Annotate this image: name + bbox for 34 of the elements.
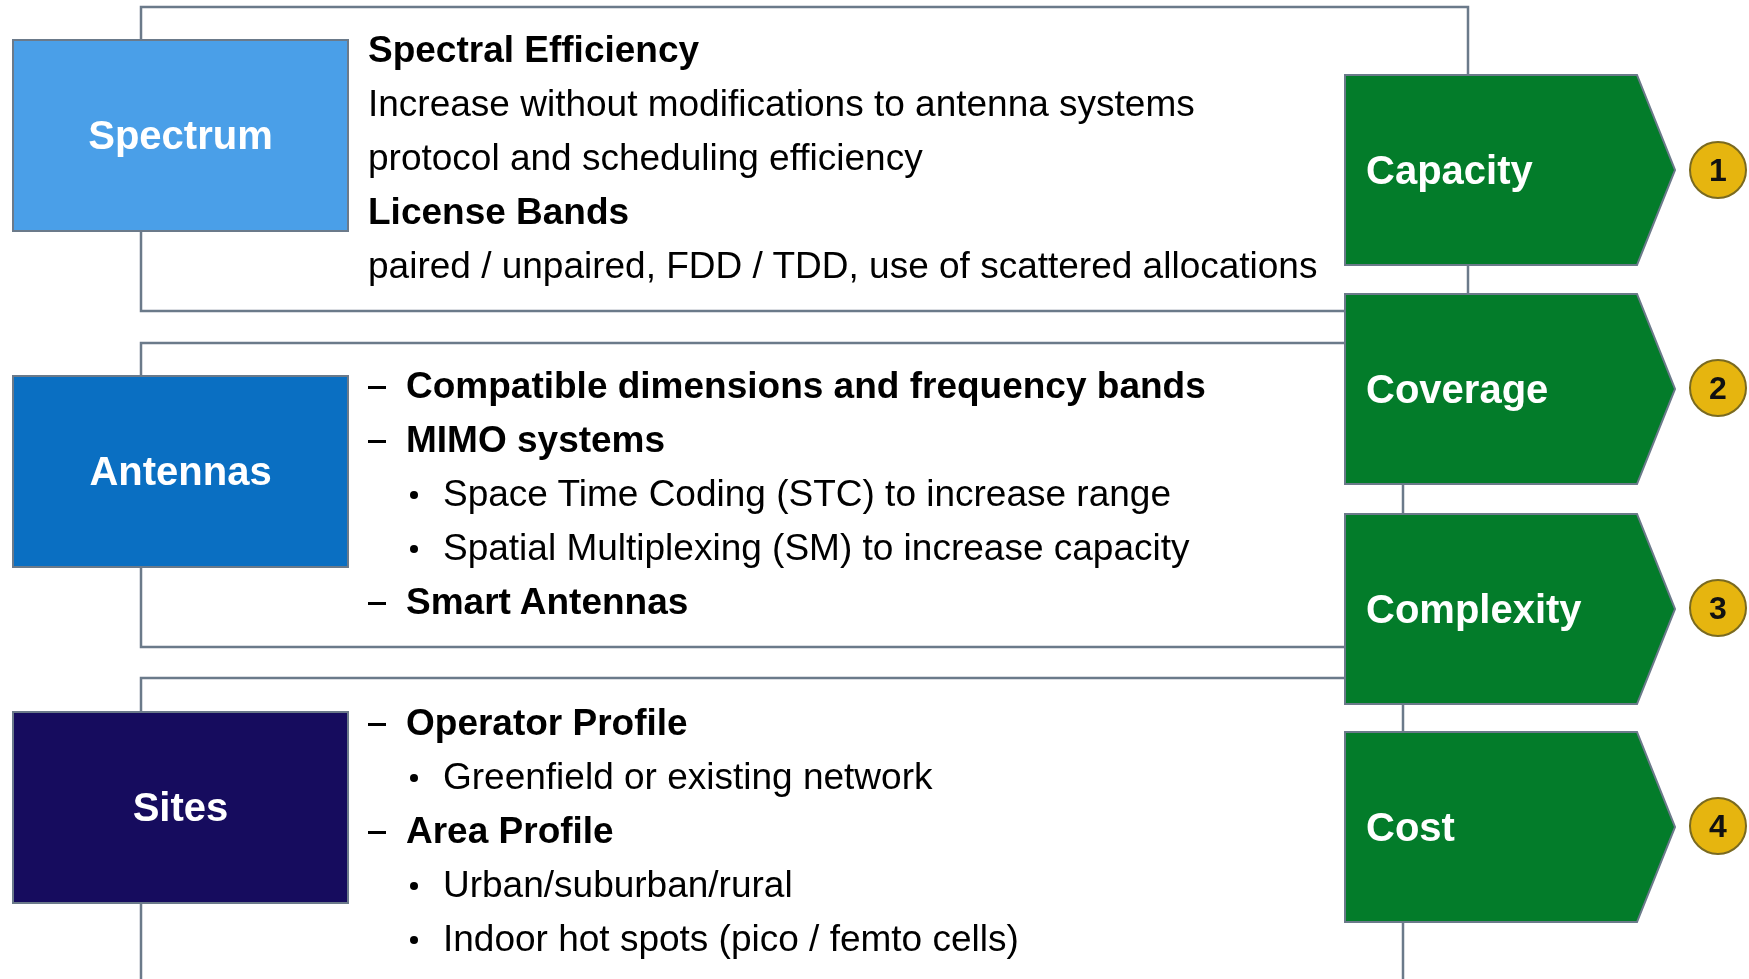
list-item: Space Time Coding (STC) to increase range [443, 472, 1171, 516]
category-box: Spectrum [12, 39, 349, 232]
section-heading: License Bands [368, 190, 630, 234]
connector-line [1401, 705, 1405, 731]
outcome-label: Cost [1366, 804, 1455, 850]
outcome-banner [1344, 293, 1676, 485]
list-item: Area Profile [406, 809, 614, 853]
number-circle: 4 [1689, 797, 1747, 855]
number-circle: 1 [1689, 141, 1747, 199]
list-item: Spatial Multiplexing (SM) to increase capacity [443, 526, 1190, 570]
number-circle: 2 [1689, 359, 1747, 417]
list-item: protocol and scheduling efficiency [368, 136, 923, 180]
list-item: Compatible dimensions and frequency bands [406, 364, 1206, 408]
outcome-label: Capacity [1366, 147, 1533, 193]
list-item: Indoor hot spots (pico / femto cells) [443, 917, 1019, 961]
connector-line [1401, 485, 1405, 513]
number-circle: 3 [1689, 579, 1747, 637]
list-item: MIMO systems [406, 418, 666, 462]
list-item: paired / unpaired, FDD / TDD, use of scattered allocations [368, 244, 1318, 288]
outcome-label: Complexity [1366, 586, 1582, 632]
section-heading: Spectral Efficiency [368, 28, 700, 72]
connector-line [1401, 923, 1405, 979]
list-item: Smart Antennas [406, 580, 689, 624]
outcome-banner [1344, 74, 1676, 266]
list-item: Greenfield or existing network [443, 755, 933, 799]
list-item: Operator Profile [406, 701, 688, 745]
outcome-label: Coverage [1366, 366, 1549, 412]
list-item: Increase without modifications to antenna systems [368, 82, 1195, 126]
list-item: Urban/suburban/rural [443, 863, 793, 907]
category-box: Antennas [12, 375, 349, 568]
outcome-banner [1344, 731, 1676, 923]
connector-line [1466, 266, 1470, 293]
category-box: Sites [12, 711, 349, 904]
outcome-banner [1344, 513, 1676, 705]
